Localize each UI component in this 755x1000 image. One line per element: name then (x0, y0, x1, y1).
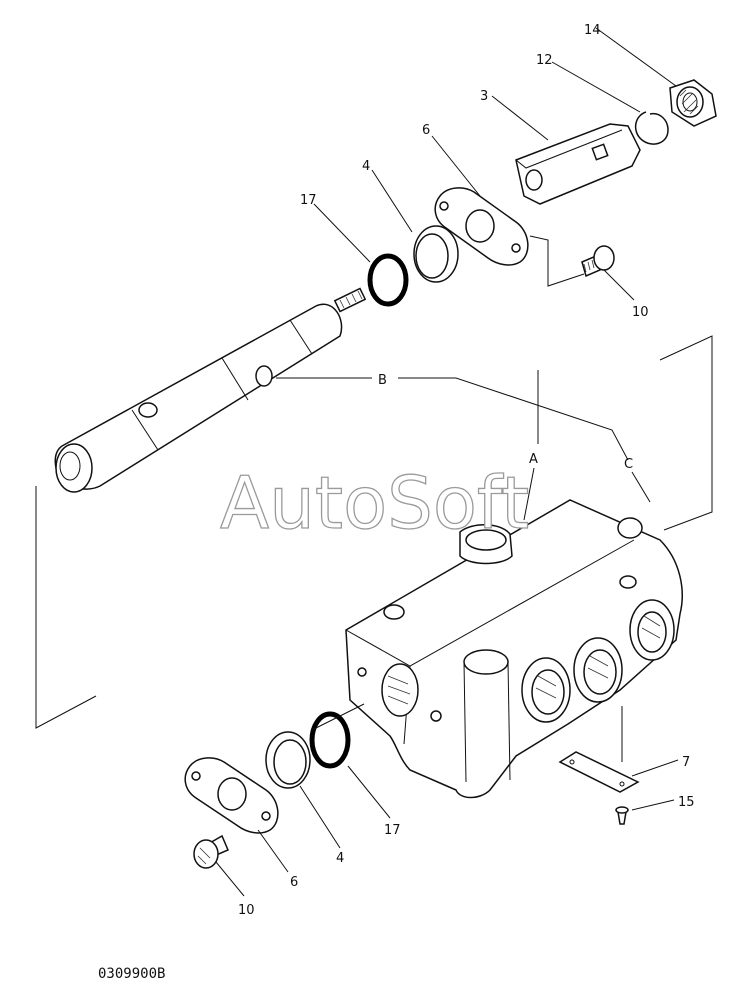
callout-4-top: 4 (362, 159, 370, 174)
watermark-text: AutoSoft (220, 461, 529, 545)
drawing-code: 0309900B (98, 966, 165, 982)
callout-10-bottom: 10 (238, 903, 255, 918)
leader-lines (35, 27, 713, 897)
callout-15: 15 (678, 795, 695, 810)
callout-3: 3 (480, 89, 488, 104)
o-ring-17-bottom (309, 711, 351, 769)
callout-7: 7 (682, 755, 690, 770)
spacer-ring-4-top (413, 225, 459, 283)
spacer-ring-4-bottom (265, 731, 311, 789)
callout-c: C (624, 457, 633, 472)
screw-15 (615, 806, 629, 825)
callout-14: 14 (584, 23, 601, 38)
flange-plate-6-top (434, 187, 529, 266)
callout-4-bottom: 4 (336, 851, 344, 866)
o-ring-17-top (367, 253, 409, 307)
spool-shaft (54, 287, 367, 493)
callout-b: B (378, 373, 387, 388)
callout-10-top: 10 (632, 305, 649, 320)
callout-17-bottom: 17 (384, 823, 401, 838)
hex-nut-14 (669, 79, 717, 127)
callout-6-bottom: 6 (290, 875, 298, 890)
name-plate-7 (558, 751, 640, 793)
callout-a: A (529, 452, 538, 467)
callout-6-top: 6 (422, 123, 430, 138)
callout-17-top: 17 (300, 193, 317, 208)
lever-plate-3 (515, 123, 641, 205)
bolt-10-top (581, 245, 615, 278)
callout-12: 12 (536, 53, 553, 68)
snap-ring-12 (634, 111, 669, 145)
flange-plate-6-bottom (184, 757, 279, 834)
bolt-10-bottom (193, 834, 229, 869)
callout-labels: 14 12 3 6 4 17 10 B A C 7 15 17 4 6 10 (238, 23, 695, 918)
valve-body (345, 499, 683, 799)
